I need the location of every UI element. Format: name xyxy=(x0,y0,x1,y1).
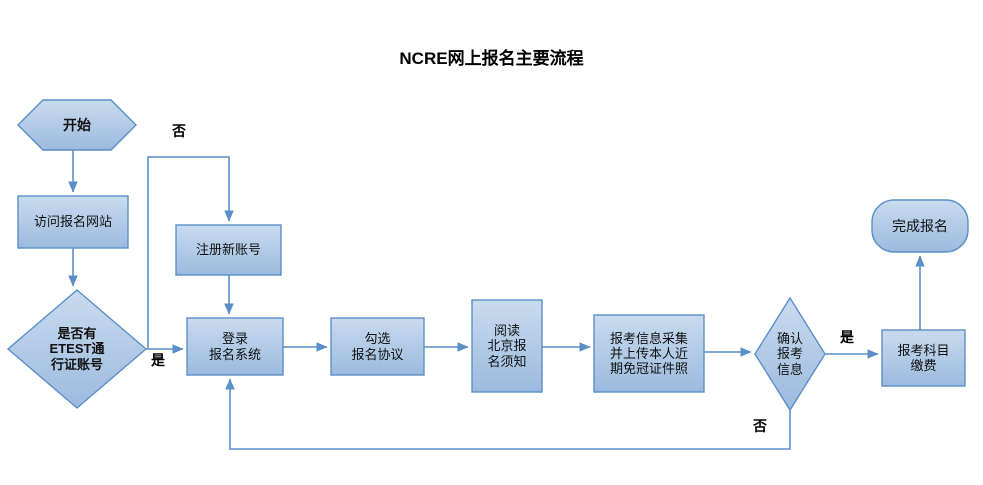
connector-confirm-no-to-login xyxy=(225,378,791,450)
node-agreement[interactable] xyxy=(330,317,425,376)
node-confirm-info[interactable] xyxy=(754,296,826,412)
node-visit-site[interactable] xyxy=(17,195,129,249)
node-start[interactable] xyxy=(17,99,137,151)
connector-layer xyxy=(68,150,925,450)
node-login[interactable] xyxy=(186,317,284,376)
node-layer xyxy=(6,99,969,412)
node-register[interactable] xyxy=(175,224,282,276)
page-title: NCRE网上报名主要流程 xyxy=(399,49,584,68)
node-read-notice[interactable] xyxy=(471,299,543,393)
connector-decision-no-to-register xyxy=(147,156,234,349)
node-has-account[interactable] xyxy=(6,289,148,409)
node-pay-fee[interactable] xyxy=(881,329,966,387)
node-collect-info[interactable] xyxy=(593,314,705,393)
node-finish[interactable] xyxy=(871,199,969,253)
